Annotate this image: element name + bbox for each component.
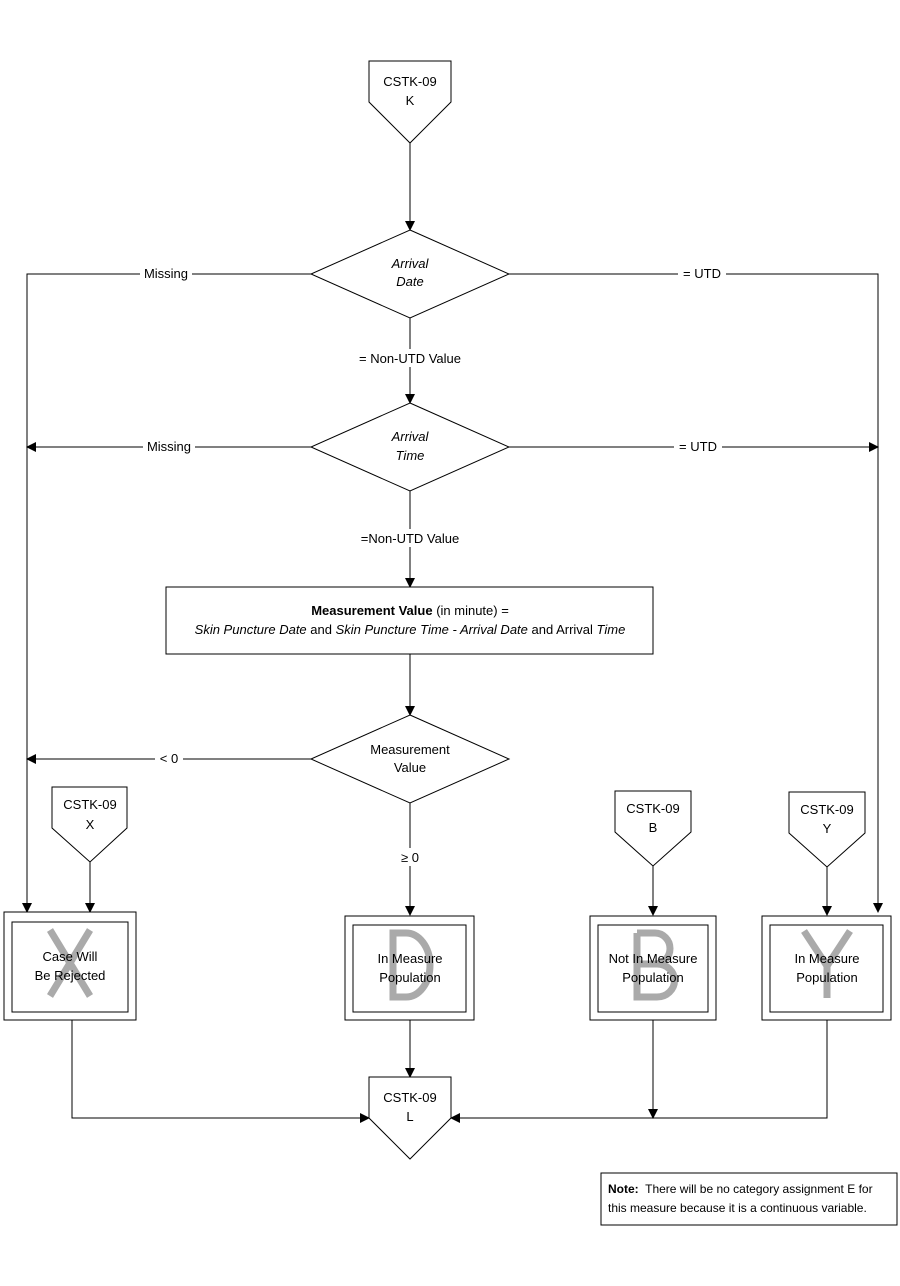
decision-label: Date bbox=[396, 274, 423, 289]
edge-label: Missing bbox=[144, 266, 188, 281]
outcome-label: In Measure bbox=[794, 951, 859, 966]
decision-measurement-value: Measurement Value bbox=[309, 714, 511, 804]
decision-label: Arrival bbox=[391, 256, 430, 271]
process-text: Time bbox=[597, 622, 626, 637]
outcome-label: Population bbox=[379, 970, 440, 985]
connector-label: CSTK-09 bbox=[63, 797, 116, 812]
process-text: Skin Puncture Time - Arrival Date bbox=[336, 622, 528, 637]
category-letter-x-watermark bbox=[47, 928, 93, 998]
edge-label: < 0 bbox=[160, 751, 178, 766]
outcome-label: Case Will bbox=[43, 949, 98, 964]
connector-label: CSTK-09 bbox=[626, 801, 679, 816]
note-label: Note: bbox=[608, 1182, 639, 1196]
connector-label: L bbox=[406, 1109, 413, 1124]
connector-y: CSTK-09 Y bbox=[788, 791, 866, 868]
edge-label: ≥ 0 bbox=[401, 850, 419, 865]
connector-label: CSTK-09 bbox=[383, 74, 436, 89]
note-box: Note: There will be no category assignme… bbox=[600, 1172, 898, 1226]
connector-label: Y bbox=[823, 821, 832, 836]
connector-start-k: CSTK-09 K bbox=[368, 60, 452, 144]
outcome-label: In Measure bbox=[377, 951, 442, 966]
arrow bbox=[450, 1020, 828, 1123]
arrow-utd-date bbox=[509, 273, 883, 913]
connector-label: K bbox=[406, 93, 415, 108]
outcome-label: Population bbox=[622, 970, 683, 985]
outcome-x-rejected: Case Will Be Rejected bbox=[3, 911, 137, 1021]
decision-arrival-date: Arrival Date bbox=[309, 229, 511, 319]
decision-label: Time bbox=[396, 448, 425, 463]
decision-label: Arrival bbox=[391, 429, 430, 444]
connector-b: CSTK-09 B bbox=[614, 790, 692, 867]
decision-arrival-time: Arrival Time bbox=[309, 402, 511, 492]
svg-text:Measurement Value (in minute): Measurement Value (in minute) = bbox=[311, 603, 509, 618]
outcome-label: Population bbox=[796, 970, 857, 985]
decision-label: Measurement bbox=[370, 742, 450, 757]
outcome-label: Be Rejected bbox=[35, 968, 106, 983]
outcome-label: Not In Measure bbox=[609, 951, 698, 966]
connector-x: CSTK-09 X bbox=[51, 786, 128, 863]
edge-label: = UTD bbox=[679, 439, 717, 454]
note-text: this measure because it is a continuous … bbox=[608, 1201, 867, 1215]
decision-label: Value bbox=[394, 760, 426, 775]
connector-label: X bbox=[86, 817, 95, 832]
svg-text:Note: There will be no catego: Note: There will be no category assignme… bbox=[608, 1182, 873, 1196]
outcome-d-in-population: In Measure Population bbox=[344, 915, 475, 1021]
outcome-y-in-population: In Measure Population bbox=[761, 915, 892, 1021]
outcome-b-not-in-population: Not In Measure Population bbox=[589, 915, 717, 1021]
edge-label: = UTD bbox=[683, 266, 721, 281]
process-text: (in minute) = bbox=[433, 603, 509, 618]
process-text: and Arrival bbox=[528, 622, 597, 637]
connector-label: CSTK-09 bbox=[800, 802, 853, 817]
category-letter-b-watermark bbox=[633, 929, 679, 1001]
process-text: Skin Puncture Date bbox=[195, 622, 307, 637]
arrow-missing-date bbox=[22, 273, 311, 913]
process-title: Measurement Value bbox=[311, 603, 432, 618]
category-letter-y-watermark bbox=[801, 929, 853, 998]
connector-label: B bbox=[649, 820, 658, 835]
arrow bbox=[71, 1020, 370, 1123]
connector-label: CSTK-09 bbox=[383, 1090, 436, 1105]
edge-label: =Non-UTD Value bbox=[361, 531, 459, 546]
svg-text:Skin Puncture Date and Skin Pu: Skin Puncture Date and Skin Puncture Tim… bbox=[195, 622, 626, 637]
category-letter-d-watermark bbox=[389, 929, 434, 1001]
edge-label: = Non-UTD Value bbox=[359, 351, 461, 366]
connector-end-l: CSTK-09 L bbox=[368, 1076, 452, 1160]
edge-label: Missing bbox=[147, 439, 191, 454]
process-text: and bbox=[307, 622, 336, 637]
process-measurement-value: Measurement Value (in minute) = Skin Pun… bbox=[165, 586, 654, 655]
note-text: There will be no category assignment E f… bbox=[639, 1182, 873, 1196]
